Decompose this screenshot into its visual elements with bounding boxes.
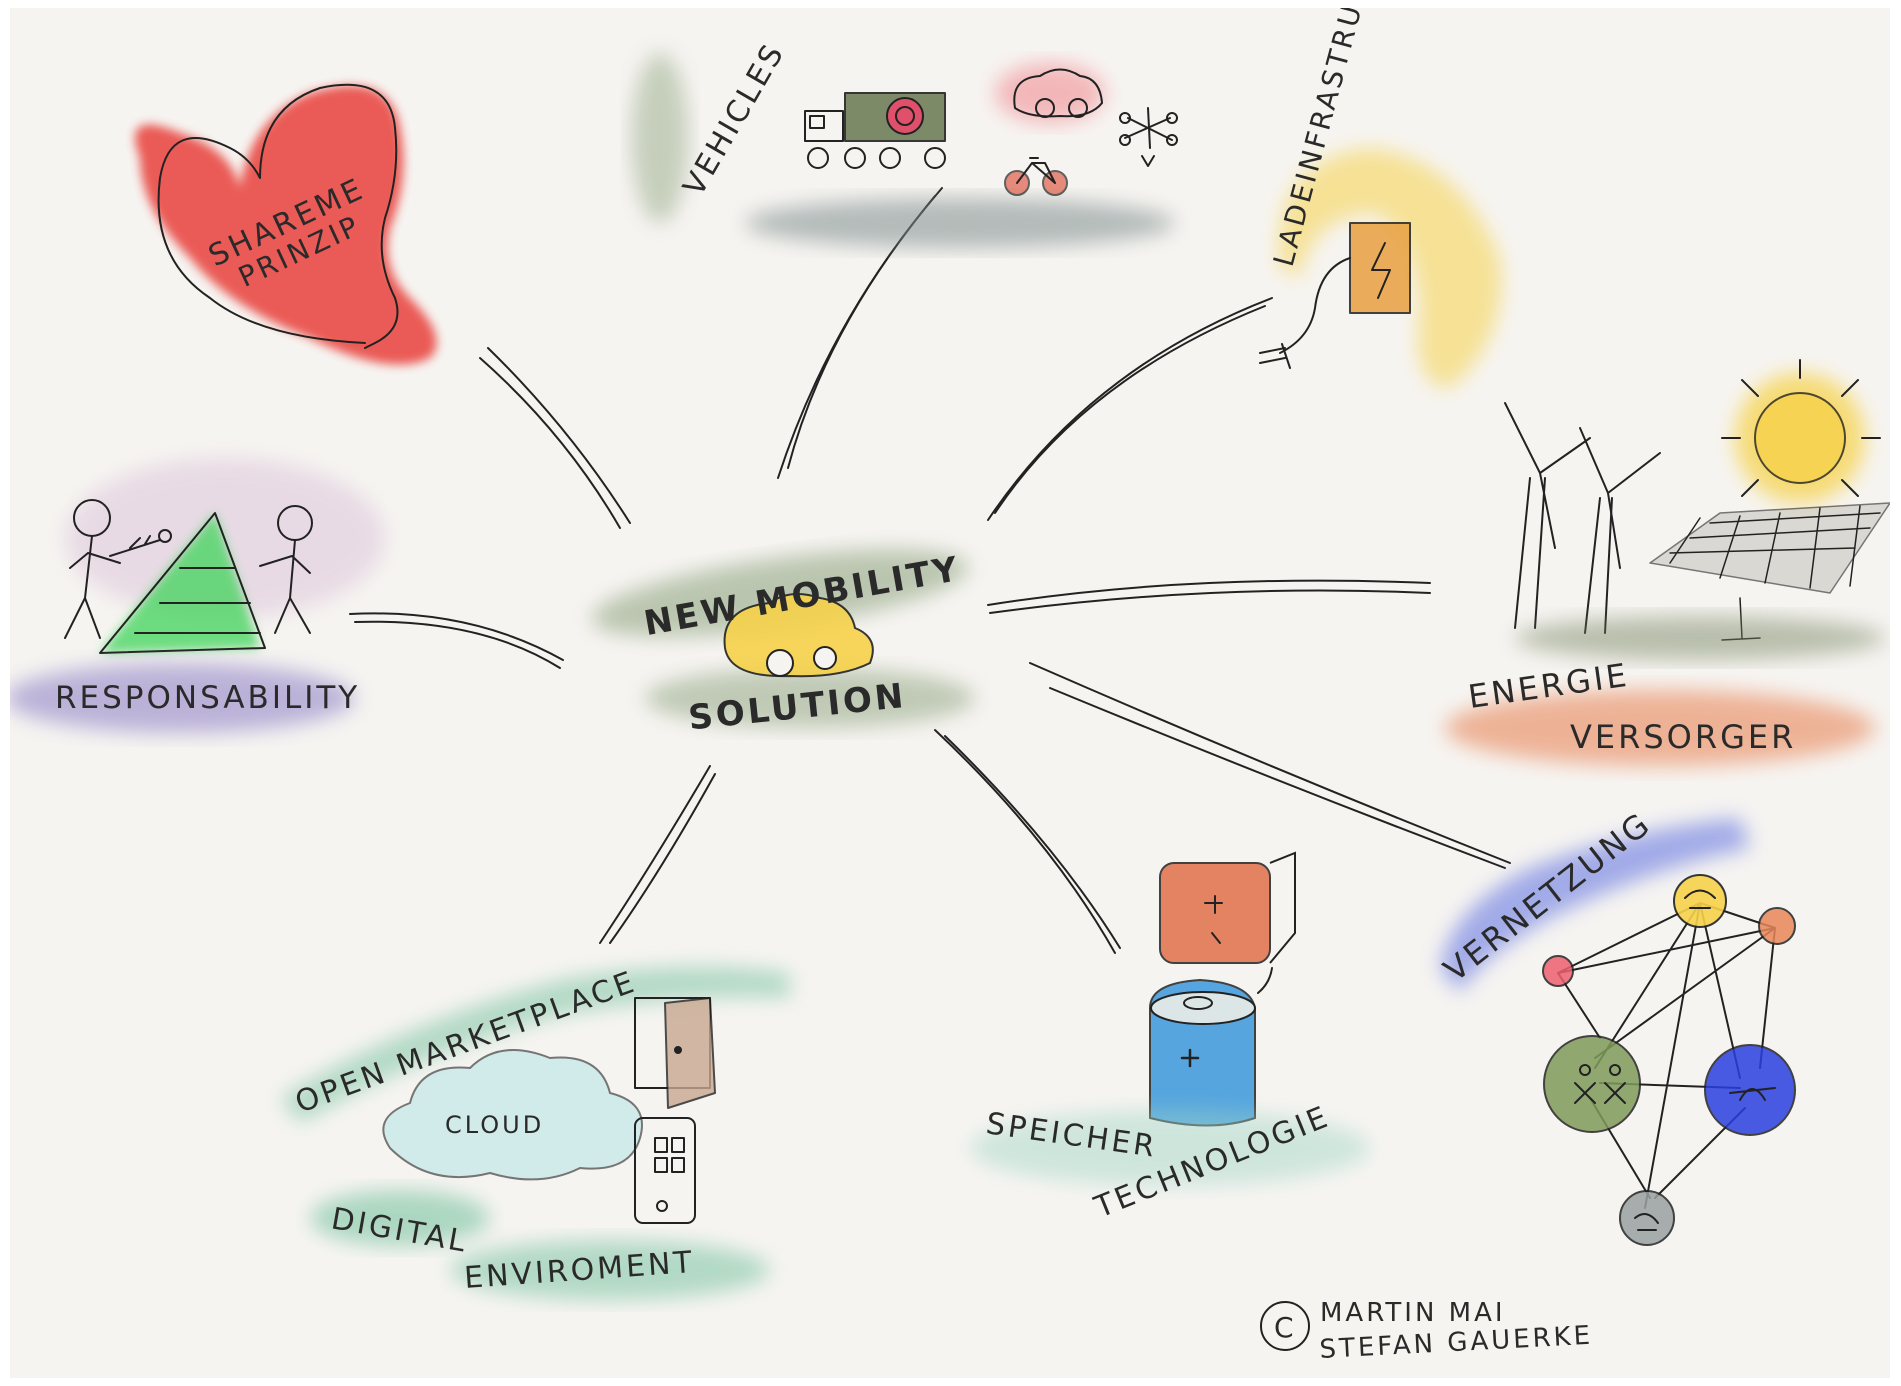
credit: C MARTIN MAI STEFAN GAUERKE (1260, 1298, 1594, 1365)
node-open-market: OPEN MARKETPLACE CLOUD DIGITAL ENVIROMEN… (280, 964, 790, 1300)
mindmap-canvas: NEW MOBILITY SOLUTION SHAREME PRINZIP VE… (10, 8, 1890, 1378)
handshake-tool-icon (109, 529, 172, 557)
node-vernetzung: VERNETZUNG (1437, 804, 1796, 1246)
bicycle-icon (1004, 157, 1068, 196)
door-icon (634, 997, 716, 1109)
pyramid-icon (100, 513, 260, 653)
node-lade: LADEINFRASTRUKTUR (1259, 8, 1502, 388)
versorger-label: VERSORGER (1570, 718, 1796, 756)
wind-turbine-icon (1504, 402, 1661, 634)
connector-speicher (934, 729, 1116, 954)
solar-panel-icon (1649, 502, 1890, 641)
network-icon (1542, 874, 1796, 1246)
mindmap-svg: NEW MOBILITY SOLUTION SHAREME PRINZIP VE… (10, 8, 1890, 1365)
copyright-symbol: C (1274, 1311, 1297, 1344)
connector-responsability (349, 612, 564, 661)
connector-shareme (487, 347, 631, 524)
copyright-icon (1260, 1301, 1310, 1351)
node-energie: ENERGIE VERSORGER (1445, 359, 1890, 766)
sun-icon (1721, 359, 1881, 497)
car-icon (1013, 68, 1103, 118)
connector-open-market (599, 765, 711, 944)
cloud-icon: CLOUD (382, 1049, 643, 1181)
connector-energie (987, 579, 1431, 606)
truck-icon (804, 92, 946, 169)
center-node: NEW MOBILITY SOLUTION (591, 549, 975, 739)
node-responsability: RESPONSABILITY (10, 458, 385, 733)
smartphone-icon (634, 1117, 696, 1224)
node-speicher: SPEICHER TECHNOLOGIE (970, 851, 1370, 1226)
node-vehicles: VEHICLES (632, 37, 1178, 248)
stick-figure-right-icon (259, 505, 313, 634)
responsability-label: RESPONSABILITY (55, 680, 360, 716)
drone-icon (1119, 107, 1178, 167)
heart-icon (157, 83, 399, 349)
battery-icon (1149, 851, 1296, 1127)
connector-lade (987, 297, 1273, 521)
connector-lines (349, 187, 1511, 954)
node-shareme: SHAREME PRINZIP (135, 83, 437, 365)
charging-station-icon (1259, 222, 1411, 369)
vehicles-label: VEHICLES (677, 37, 793, 202)
connector-vernetzung (1029, 662, 1511, 864)
stick-figure-left-icon (64, 499, 121, 639)
credit-author-1: MARTIN MAI (1320, 1298, 1506, 1328)
cloud-label: CLOUD (445, 1111, 544, 1139)
